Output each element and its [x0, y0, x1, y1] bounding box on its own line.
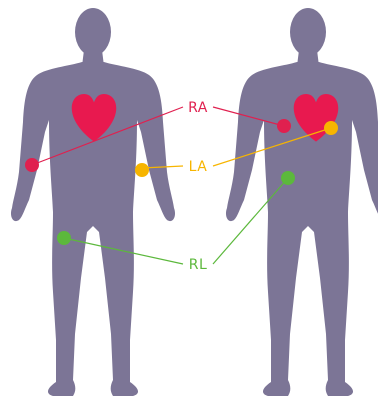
la-label: LA — [189, 159, 208, 175]
ra-label: RA — [188, 100, 208, 116]
la-electrode-left — [135, 163, 149, 177]
la-electrode-right — [324, 121, 338, 135]
body-silhouette-right — [226, 8, 378, 396]
ra-electrode-left — [25, 158, 39, 172]
rl-label: RL — [189, 257, 208, 273]
ra-electrode-right — [277, 119, 291, 133]
rl-electrode-left — [57, 231, 71, 245]
body-silhouette-left — [11, 8, 175, 396]
rl-electrode-right — [281, 171, 295, 185]
